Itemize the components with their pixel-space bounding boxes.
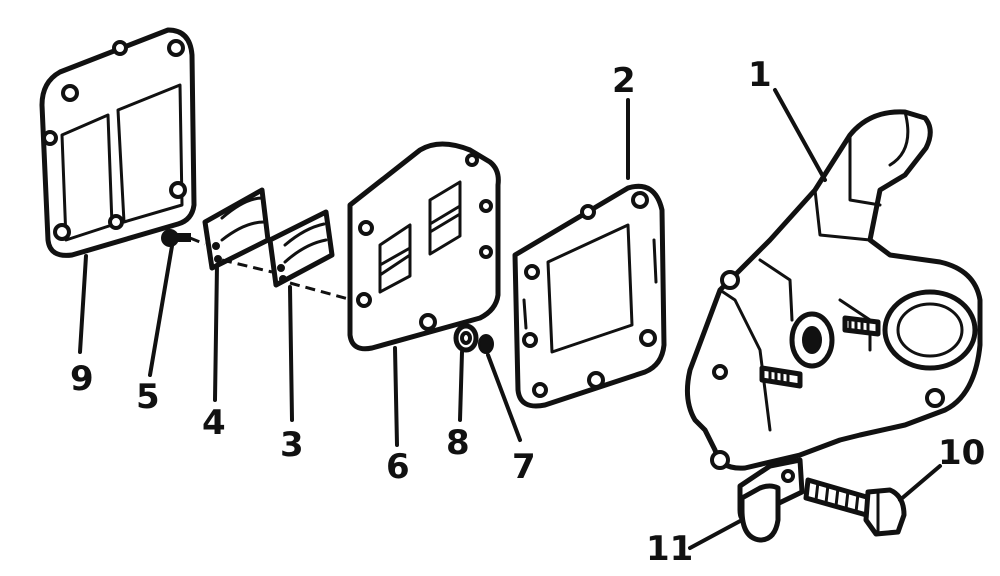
callout-2: 2 [612, 61, 636, 101]
part-1-housing [684, 109, 983, 471]
callout-10: 10 [938, 433, 985, 473]
part-8-bushing [453, 323, 479, 353]
part-7-screen [478, 334, 494, 354]
callout-11: 11 [646, 529, 693, 569]
part-2-gasket [512, 183, 667, 409]
part-3-reed-petal [267, 209, 335, 288]
part-6-reed-plate [347, 141, 501, 352]
part-4-reed-stop [202, 187, 271, 271]
leader-lines [78, 88, 942, 550]
callout-3: 3 [280, 425, 304, 465]
part-9-gasket [39, 27, 197, 258]
callout-7: 7 [512, 447, 536, 487]
callout-8: 8 [446, 423, 470, 463]
callout-labels: 1 2 3 4 5 6 7 8 9 10 11 [70, 55, 985, 569]
callout-9: 9 [70, 359, 94, 399]
callout-5: 5 [136, 377, 160, 417]
callout-6: 6 [386, 447, 410, 487]
part-10-bolt [803, 477, 907, 537]
part-5-screw [161, 229, 191, 247]
alignment-lines [189, 236, 353, 302]
callout-1: 1 [748, 55, 772, 95]
part-11-clamp [737, 457, 805, 543]
callout-4: 4 [202, 403, 226, 443]
